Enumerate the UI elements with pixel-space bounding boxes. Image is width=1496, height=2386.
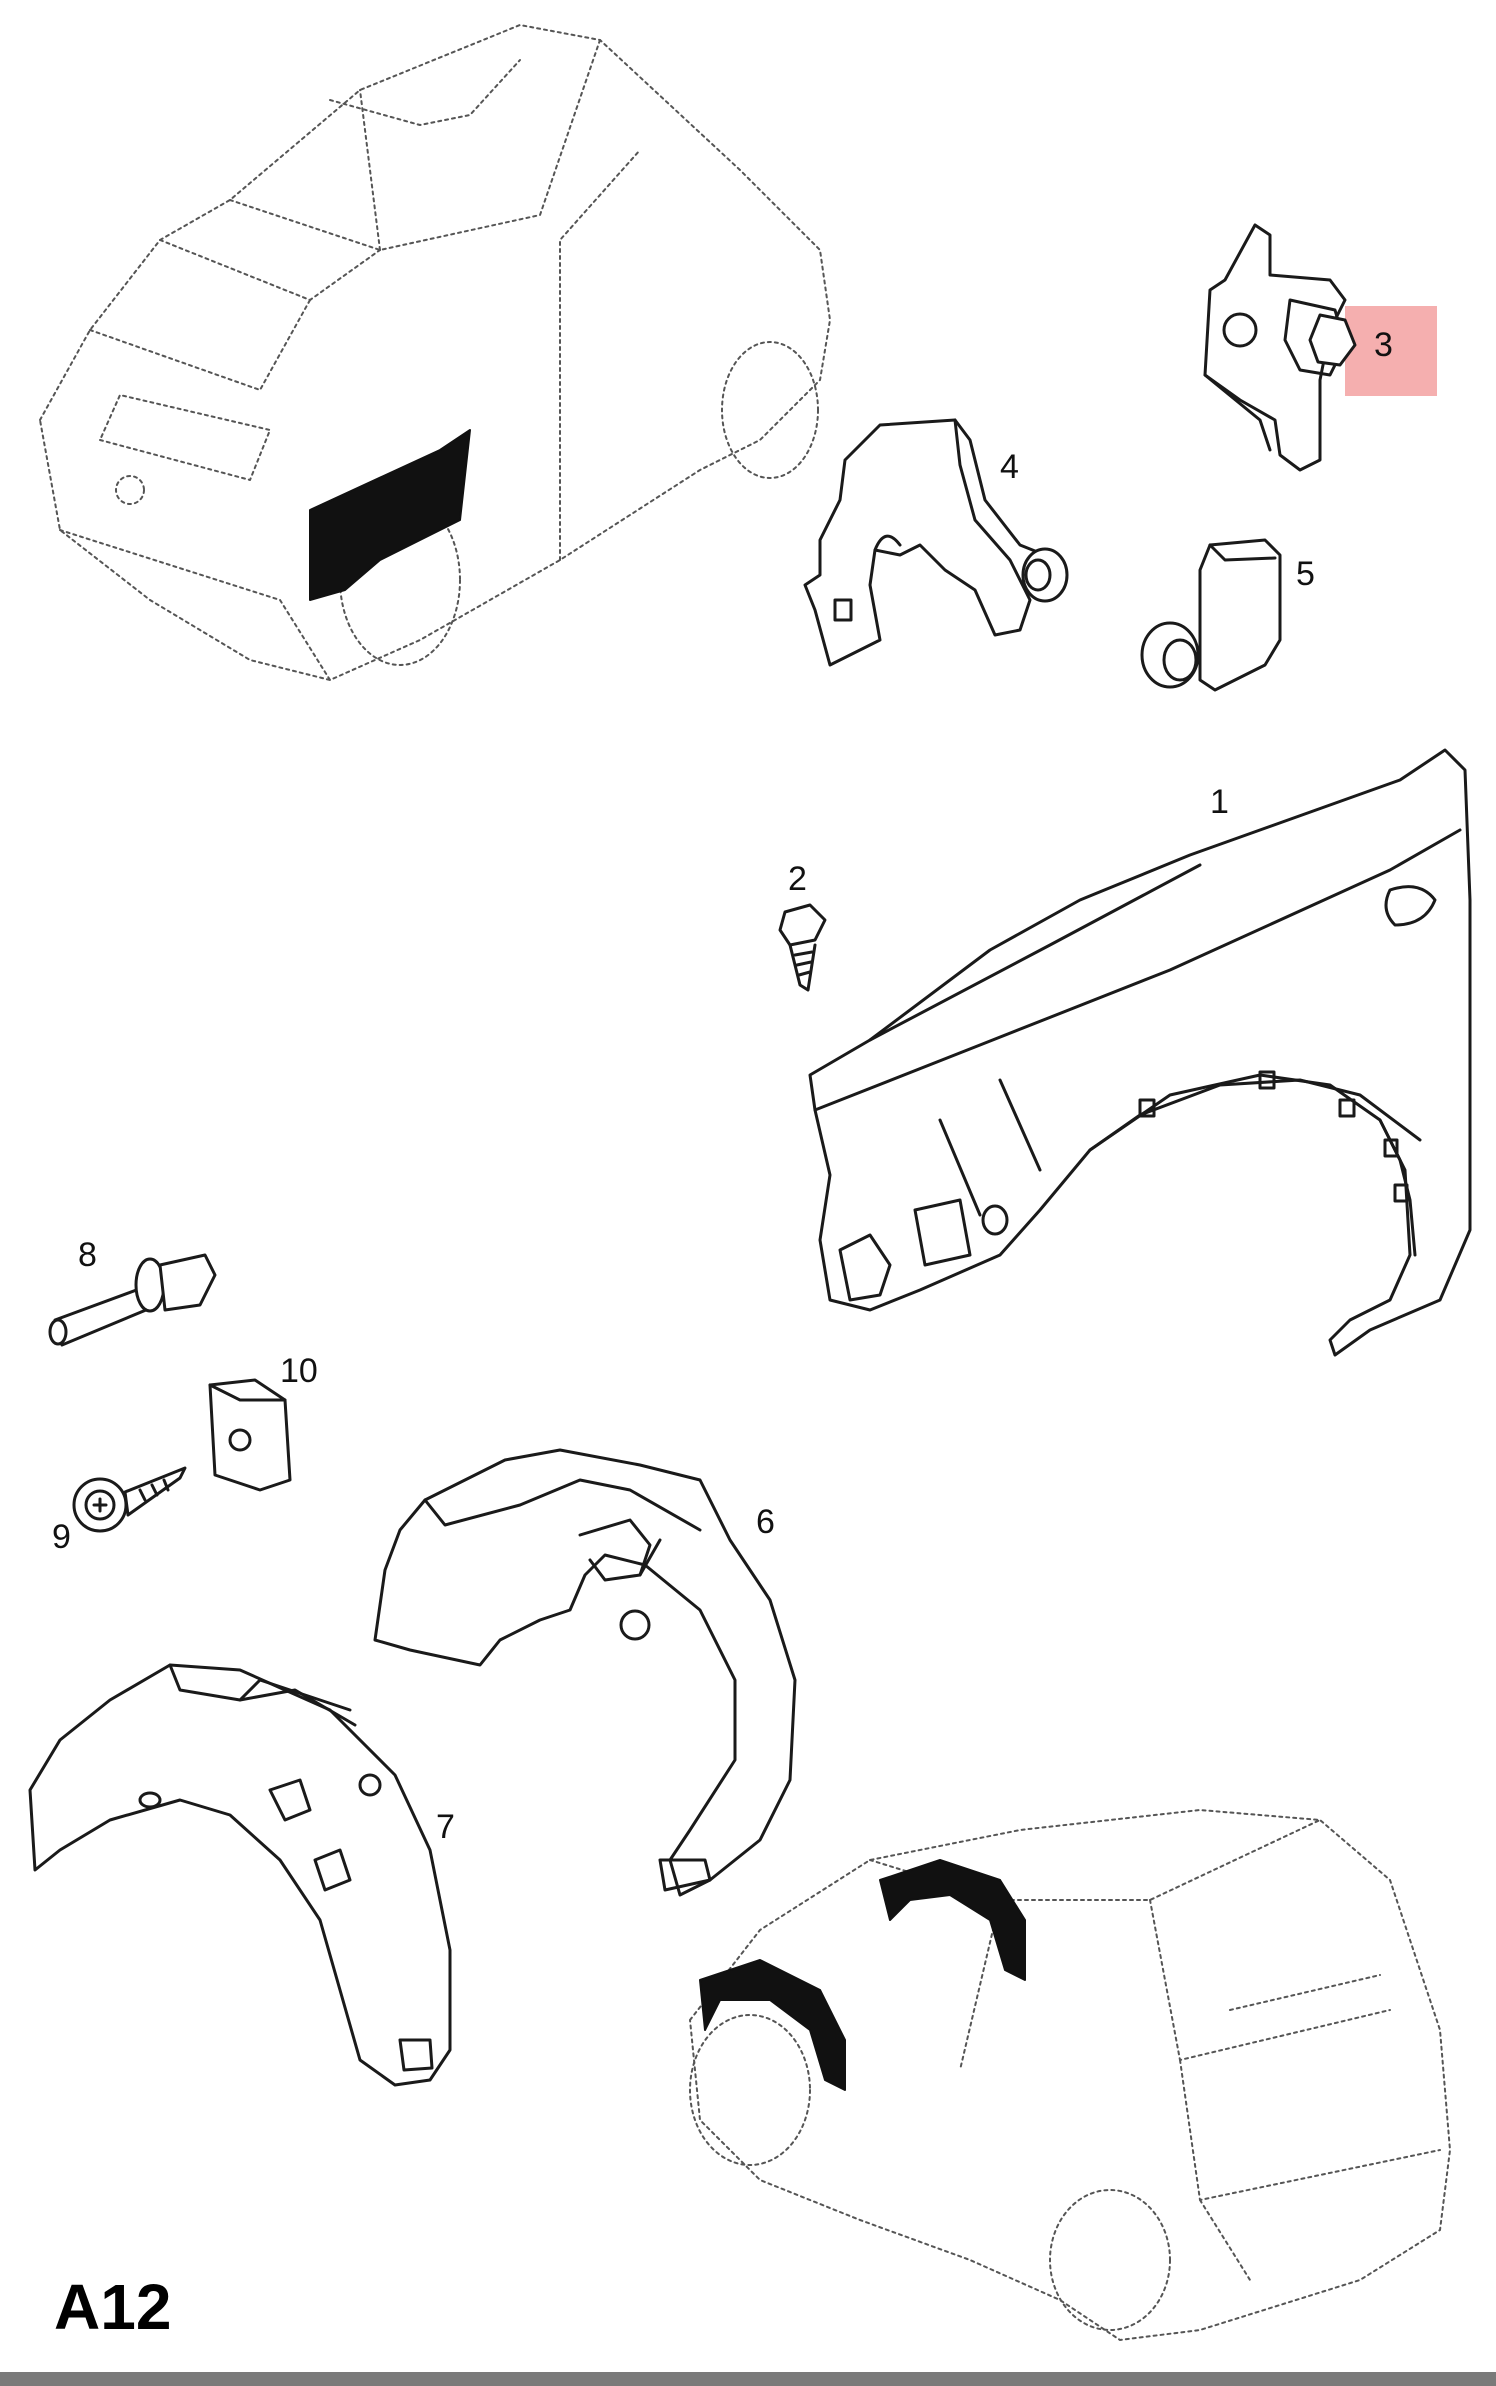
part-2-screw-icon (778, 903, 827, 992)
callout-7[interactable]: 7 (436, 1808, 455, 1846)
part-6-wheelhouse-liner-icon (373, 1448, 797, 1897)
callout-3[interactable]: 3 (1374, 326, 1393, 364)
part-5-mount-icon (1140, 538, 1282, 692)
part-10-clip-nut-icon (208, 1378, 292, 1492)
callout-10[interactable]: 10 (280, 1352, 318, 1390)
callout-4[interactable]: 4 (1000, 448, 1019, 486)
bottom-bar (0, 2372, 1496, 2386)
highlighted-wheelarch-rear-icon (879, 1859, 1026, 1981)
part-3-bracket-nut-icon (1203, 223, 1357, 472)
part-1-front-fender-icon (808, 748, 1472, 1357)
part-4-bracket-icon (803, 418, 1069, 667)
callout-2[interactable]: 2 (788, 860, 807, 898)
callout-8[interactable]: 8 (78, 1236, 97, 1274)
callout-5[interactable]: 5 (1296, 555, 1315, 593)
callout-6[interactable]: 6 (756, 1503, 775, 1541)
reference-car-front-icon (39, 24, 831, 681)
callout-1[interactable]: 1 (1210, 783, 1229, 821)
reference-car-rear-icon (689, 1809, 1451, 2341)
highlighted-fender-icon (309, 429, 471, 601)
highlight-part-3[interactable] (1345, 306, 1437, 396)
callout-9[interactable]: 9 (52, 1518, 71, 1556)
highlighted-wheelarch-front-icon (699, 1959, 846, 2091)
part-9-screw-icon (72, 1466, 187, 1533)
part-7-wheelhouse-liner-icon (28, 1663, 452, 2087)
page-code: A12 (54, 2271, 172, 2343)
part-8-rivet-icon (48, 1253, 217, 1347)
